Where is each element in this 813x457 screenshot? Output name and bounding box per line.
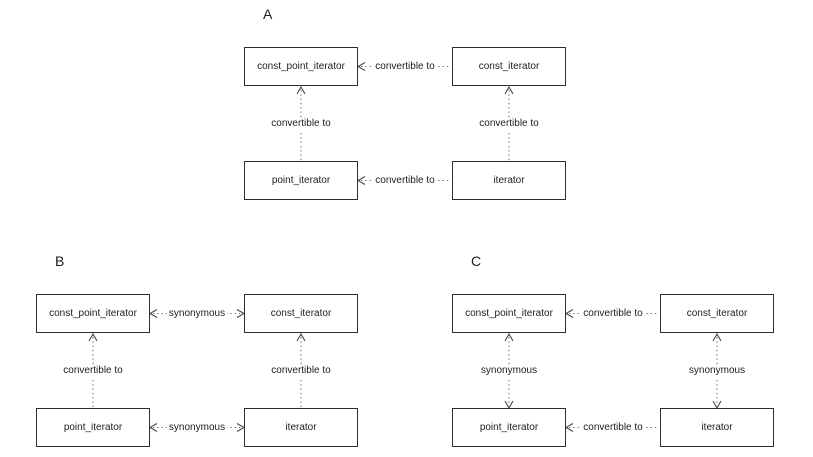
diagram-c: C const_point_iterator const_iterator po… (452, 253, 775, 448)
edge-label-horizontal-bottom: synonymous (166, 422, 228, 434)
node-label: iterator (285, 422, 317, 433)
node-iterator: iterator (452, 161, 566, 200)
edge-label-vertical-left: convertible to (269, 118, 333, 130)
edge-label-horizontal-bottom: convertible to (373, 175, 437, 187)
node-const-point-iterator: const_point_iterator (244, 47, 358, 86)
node-iterator: iterator (660, 408, 774, 447)
edge-label-vertical-right: synonymous (686, 365, 748, 377)
node-label: const_iterator (686, 308, 748, 319)
node-label: const_iterator (270, 308, 332, 319)
node-label: const_point_iterator (257, 61, 345, 72)
node-label: point_iterator (479, 422, 539, 433)
diagram-b: B const_point_iterator const_iterator po… (36, 253, 359, 448)
edge-label-vertical-right: convertible to (477, 118, 541, 130)
diagram-b-title: B (55, 253, 65, 269)
node-point-iterator: point_iterator (36, 408, 150, 447)
edge-label-vertical-right: convertible to (269, 365, 333, 377)
node-label: const_point_iterator (49, 308, 137, 319)
node-label: iterator (701, 422, 733, 433)
node-const-iterator: const_iterator (244, 294, 358, 333)
edge-label-horizontal-top: convertible to (373, 61, 437, 73)
edge-label-horizontal-top: convertible to (581, 308, 645, 320)
edge-label-horizontal-bottom: convertible to (581, 422, 645, 434)
node-point-iterator: point_iterator (244, 161, 358, 200)
node-const-point-iterator: const_point_iterator (36, 294, 150, 333)
node-const-point-iterator: const_point_iterator (452, 294, 566, 333)
edge-label-horizontal-top: synonymous (166, 308, 228, 320)
node-const-iterator: const_iterator (660, 294, 774, 333)
node-label: point_iterator (271, 175, 331, 186)
node-const-iterator: const_iterator (452, 47, 566, 86)
diagram-c-title: C (471, 253, 482, 269)
node-point-iterator: point_iterator (452, 408, 566, 447)
node-label: const_iterator (478, 61, 540, 72)
edge-label-vertical-left: convertible to (61, 365, 125, 377)
edge-label-vertical-left: synonymous (478, 365, 540, 377)
node-label: const_point_iterator (465, 308, 553, 319)
diagram-a-title: A (263, 6, 273, 22)
node-label: point_iterator (63, 422, 123, 433)
node-iterator: iterator (244, 408, 358, 447)
diagram-a: A const_point_iterator const_iterator po… (244, 6, 567, 201)
node-label: iterator (493, 175, 525, 186)
